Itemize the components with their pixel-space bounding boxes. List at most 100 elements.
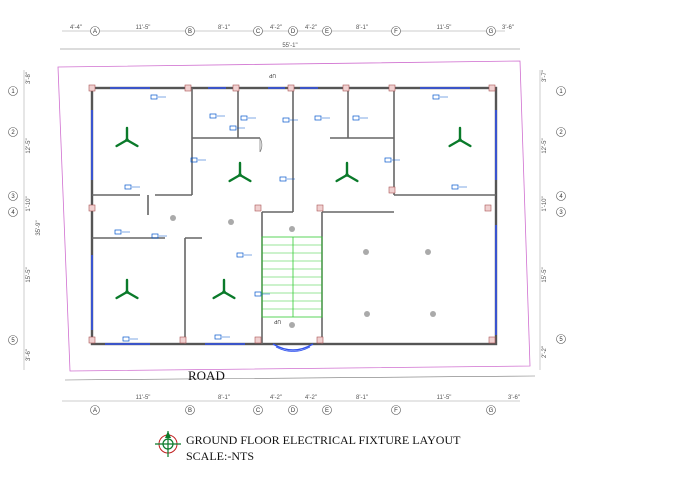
bottom-grid-marker: [253, 405, 263, 415]
top-grid-marker: [253, 26, 263, 36]
light-point-icon: [289, 226, 295, 232]
top-grid-marker: [185, 26, 195, 36]
left-grid-label: 1: [11, 89, 15, 95]
top-dim-label: 3'-6": [502, 25, 514, 31]
column: [488, 336, 496, 344]
bottom-grid-label: F: [394, 408, 398, 414]
top-dim-label: 4'-2": [270, 25, 282, 31]
top-dim-label: 11'-5": [136, 25, 151, 31]
plot-boundary: [57, 60, 531, 372]
bottom-grid-label: D: [291, 408, 296, 414]
bottom-grid-marker: [288, 405, 298, 415]
left-grid-label: 5: [11, 338, 15, 344]
top-grid-label: G: [489, 29, 494, 35]
light-point-icon: [425, 249, 431, 255]
drawing-title: GROUND FLOOR ELECTRICAL FIXTURE LAYOUT: [186, 433, 461, 447]
light-point-icon: [363, 249, 369, 255]
top-grid-marker: [391, 26, 401, 36]
ceiling-fan-icon: [212, 278, 236, 300]
staircase: [261, 236, 323, 318]
bay-window: [272, 343, 314, 351]
right-grid-marker: [556, 191, 566, 201]
bottom-dim-label: 3'-6": [508, 395, 520, 401]
right-grid-label: 5: [559, 337, 563, 343]
top-grid-marker: [90, 26, 100, 36]
right-dim-label: 2'-2": [542, 346, 548, 358]
right-dimensions: 3'-7"12'-5"1'-10"15'-5"2'-2": [542, 70, 548, 358]
left-grid-label: 3: [11, 194, 15, 200]
left-dim-label: 3'-8": [26, 72, 32, 84]
overall-width-label: 55'-1": [282, 43, 297, 49]
right-dim-label: 3'-7": [542, 70, 548, 82]
column: [88, 84, 96, 92]
switch-board-icon: [190, 157, 198, 163]
left-dimensions: 3'-8"12'-5"1'-10"35'-9"15'-5"3'-6": [26, 72, 42, 361]
switch-board-icon: [432, 94, 440, 100]
column: [316, 204, 324, 212]
top-grid-label: C: [256, 29, 261, 35]
switch-board-icon: [151, 233, 159, 239]
bottom-dim-label: 4'-2": [305, 395, 317, 401]
switch-board-icon: [150, 94, 158, 100]
road-label: ROAD: [188, 368, 225, 383]
light-points: [170, 215, 436, 328]
bottom-grid-label: G: [489, 408, 494, 414]
right-dim-label: 12'-5": [542, 138, 548, 153]
switch-board-icon: [124, 184, 132, 190]
top-grid-label: E: [325, 29, 329, 35]
column: [254, 336, 262, 344]
bottom-dim-label: 4'-2": [270, 395, 282, 401]
walls: [90, 86, 498, 346]
left-dim-label: 3'-6": [26, 349, 32, 361]
columns: [88, 84, 496, 344]
light-point-icon: [170, 215, 176, 221]
top-grid-marker: [288, 26, 298, 36]
column: [232, 84, 240, 92]
column: [287, 84, 295, 92]
bottom-grid-marker: [322, 405, 332, 415]
inner-walls: [92, 88, 496, 344]
bottom-grid-marker: [391, 405, 401, 415]
switch-board-icon: [352, 115, 360, 121]
column: [342, 84, 350, 92]
light-point-icon: [228, 219, 234, 225]
top-dim-label: 11'-5": [437, 25, 452, 31]
bottom-grid-label: B: [188, 408, 192, 414]
ceiling-fan-icon: [228, 161, 252, 183]
bottom-dim-label: 11'-5": [437, 395, 452, 401]
switch-board-icon: [229, 125, 237, 131]
bottom-dimensions: 11'-5"8'-1"4'-2"4'-2"8'-1"11'-5"3'-6": [136, 395, 520, 401]
top-dim-label: 4'-4": [70, 25, 82, 31]
switch-board-icon: [122, 336, 130, 342]
switch-board-icon: [384, 157, 392, 163]
right-dim-label: 15'-5": [542, 267, 548, 282]
ceiling-fan-icon: [448, 126, 472, 148]
left-grid-marker: [8, 127, 18, 137]
light-point-icon: [430, 311, 436, 317]
right-grid-label: 1: [559, 89, 563, 95]
column: [484, 204, 492, 212]
top-grid-marker: [322, 26, 332, 36]
top-dim-label: 4'-2": [305, 25, 317, 31]
ceiling-fan-icon: [115, 126, 139, 148]
switch-board-icon: [314, 115, 322, 121]
left-grid-marker: [8, 86, 18, 96]
switch-boards: [114, 94, 467, 342]
bottom-grid-marker: [185, 405, 195, 415]
ceiling-fan-icon: [335, 161, 359, 183]
light-point-icon: [364, 311, 370, 317]
left-grid-marker: [8, 207, 18, 217]
switch-board-icon: [236, 252, 244, 258]
column: [388, 84, 396, 92]
column: [184, 84, 192, 92]
bottom-grid-marker: [90, 405, 100, 415]
left-dim-label: 35'-9": [36, 220, 42, 235]
left-dim-label: 1'-10": [26, 196, 32, 211]
bottom-grid-marker: [486, 405, 496, 415]
ceiling-fans: [115, 126, 472, 300]
drawing-scale: SCALE:-NTS: [186, 449, 254, 463]
